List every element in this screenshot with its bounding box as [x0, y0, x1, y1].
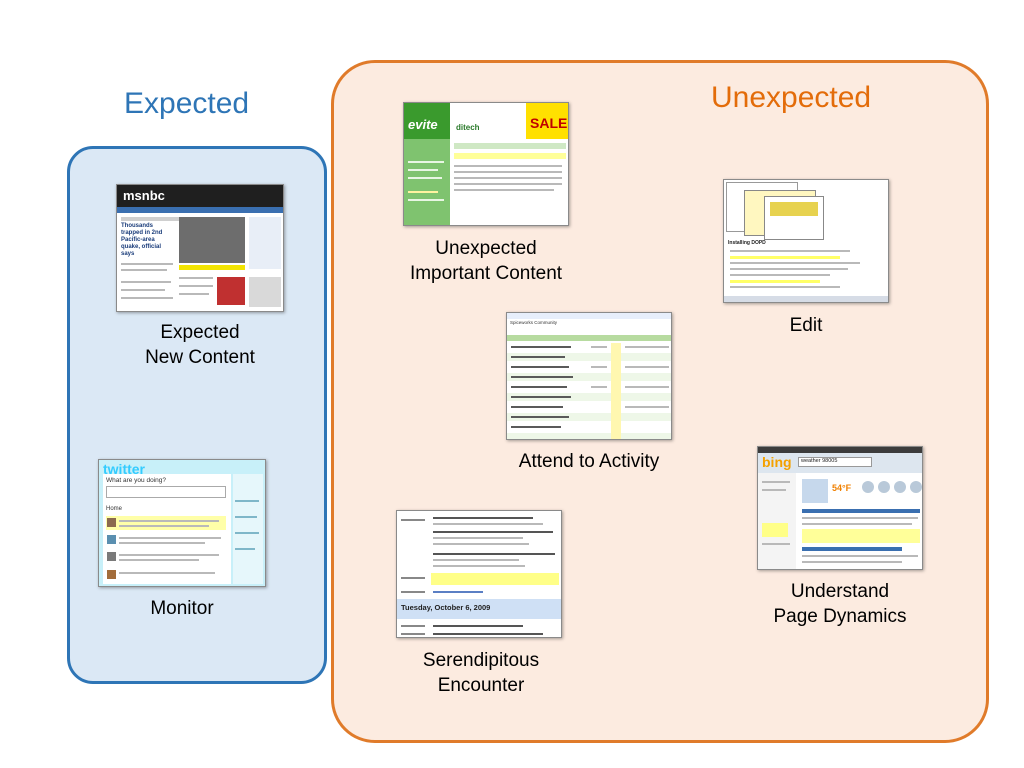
monitor-label: Monitor	[150, 598, 214, 619]
edit-doc-title: Installing DOPD	[728, 240, 766, 246]
expected-heading: Expected	[124, 87, 250, 120]
bing-logo: bing	[762, 454, 792, 470]
twitter-prompt: What are you doing?	[106, 477, 166, 484]
msnbc-logo: msnbc	[123, 188, 165, 203]
twitter-logo: twitter	[103, 461, 145, 477]
edit-screenshot-thumbnail: Installing DOPD	[723, 179, 889, 303]
forum-title: Spiceworks Community	[510, 320, 558, 325]
evite-screenshot-thumbnail: evite ditech SALE	[403, 102, 569, 226]
serendipitous-encounter-label: Serendipitous Encounter	[422, 650, 540, 696]
msnbc-headline: Thousands trapped in 2nd Pacific-area qu…	[121, 223, 163, 257]
bing-screenshot-thumbnail: bing weather 98005 54°F	[757, 446, 923, 570]
msnbc-screenshot-thumbnail: msnbc Thousands trapped in 2nd Pacific-a…	[116, 184, 284, 312]
understand-page-dynamics-label: Understand Page Dynamics	[773, 581, 907, 627]
unexpected-important-content-label: Unexpected Important Content	[409, 238, 563, 284]
bing-temperature: 54°F	[832, 483, 852, 493]
attend-to-activity-label: Attend to Activity	[518, 451, 660, 472]
schedule-date-heading: Tuesday, October 6, 2009	[401, 603, 491, 612]
schedule-screenshot-thumbnail: Tuesday, October 6, 2009	[396, 510, 562, 638]
twitter-screenshot-thumbnail: twitter What are you doing? Home	[98, 459, 266, 587]
edit-label: Edit	[789, 315, 823, 336]
expected-new-content-label: Expected New Content	[145, 322, 255, 368]
unexpected-heading: Unexpected	[711, 81, 872, 114]
evite-logo: evite	[408, 117, 438, 132]
evite-banner-logo: ditech	[456, 123, 480, 132]
bing-query: weather 98005	[801, 458, 838, 464]
twitter-section: Home	[106, 506, 123, 512]
evite-sale-banner: SALE	[530, 115, 568, 131]
forum-screenshot-thumbnail: Spiceworks Community	[506, 312, 672, 440]
